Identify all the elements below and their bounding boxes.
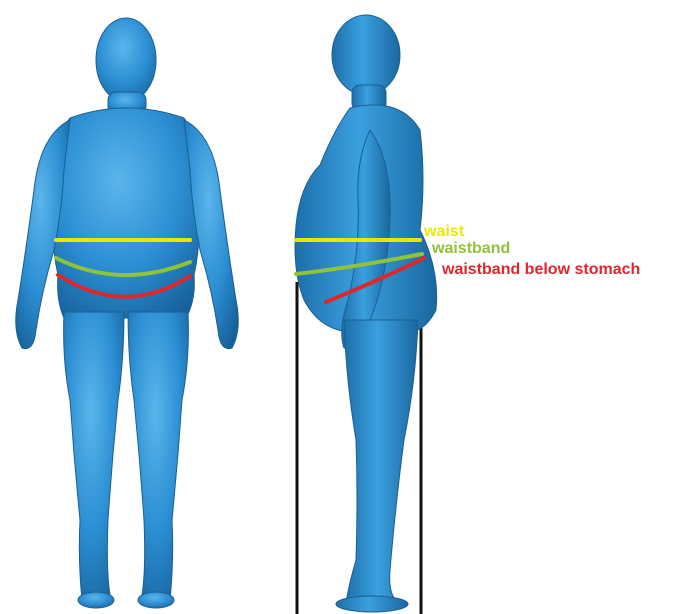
waistband-below-stomach-label: waistband below stomach [442,262,640,278]
waist-label: waist [424,224,464,240]
front-head [96,18,156,102]
front-right-foot [138,592,174,608]
front-view-figure [16,18,239,608]
side-leg [344,320,418,602]
side-foot [336,596,408,612]
side-head [332,15,400,95]
front-left-leg [64,312,124,600]
waistband-label: waistband [432,241,510,257]
front-left-foot [78,592,114,608]
front-right-leg [128,312,188,600]
side-view-figure [295,15,437,612]
